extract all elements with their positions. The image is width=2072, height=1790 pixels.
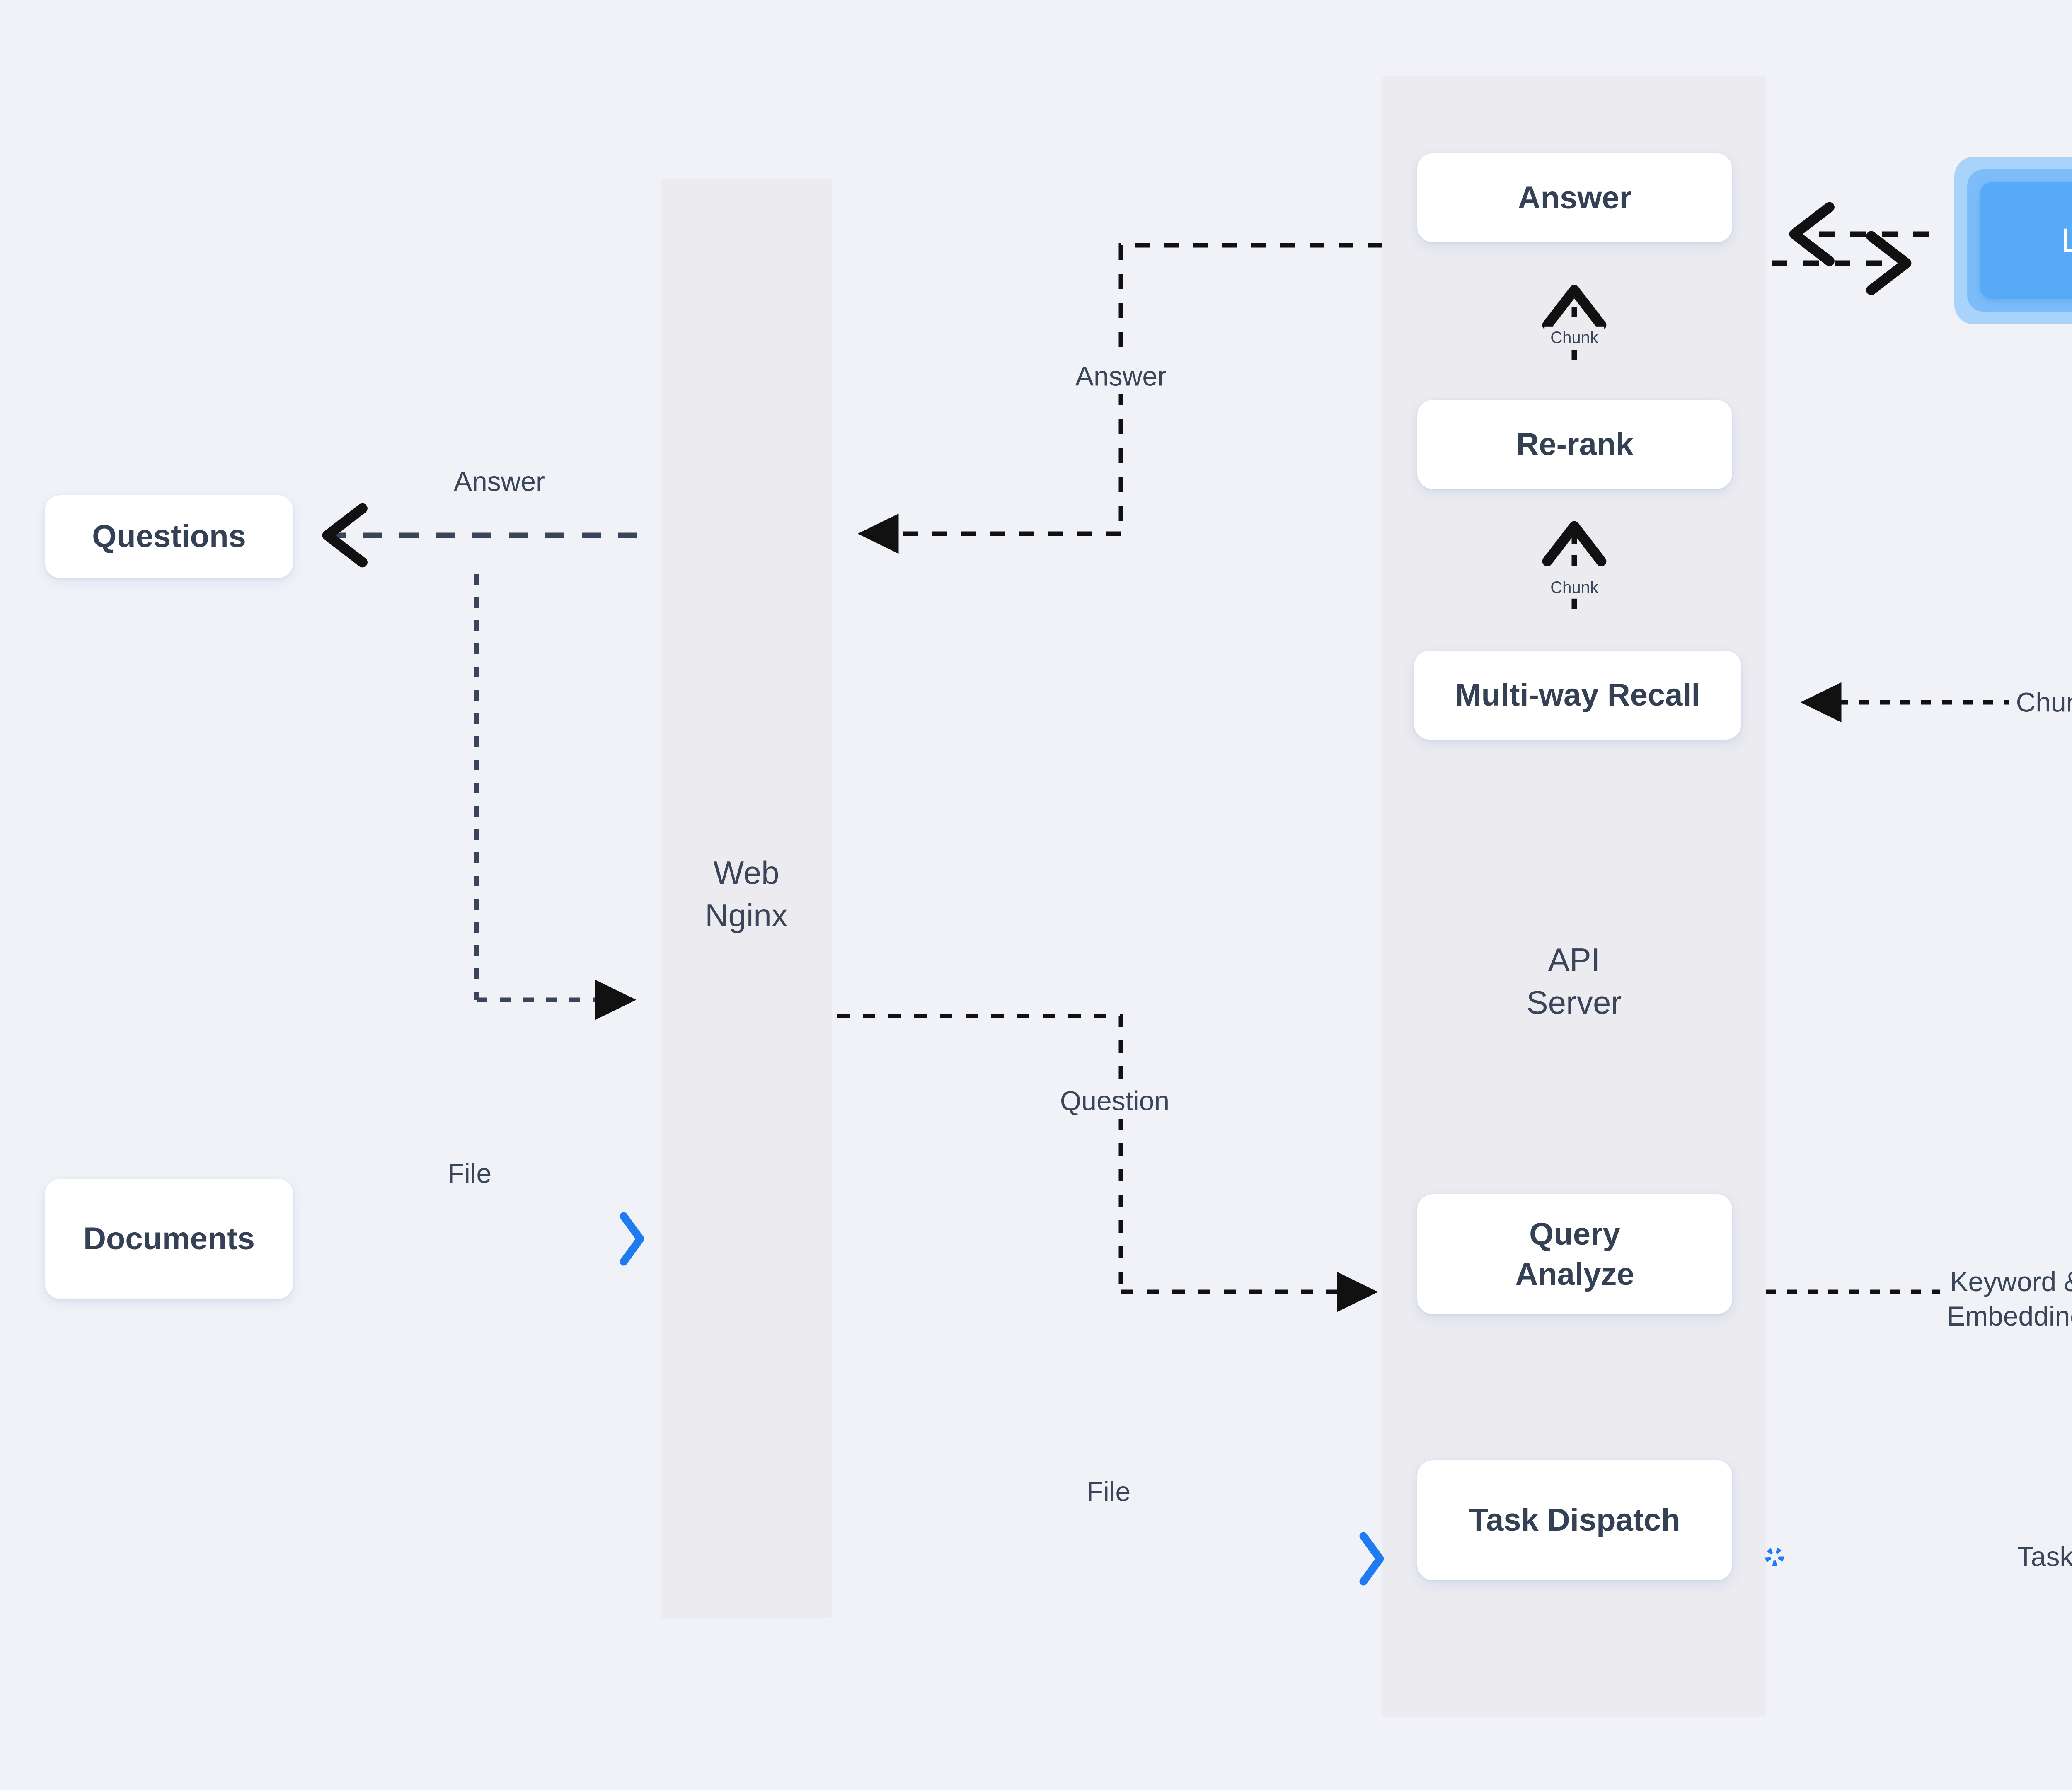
group-title-api-server: API Server [1526, 941, 1622, 1021]
node-task-dispatch[interactable]: Task Dispatch [1417, 1460, 1732, 1580]
node-llms[interactable]: LLMs [1954, 157, 2072, 324]
llms-mid-layer: LLMs [1967, 169, 2072, 312]
node-query-analyze[interactable]: Query Analyze [1417, 1194, 1732, 1314]
edge-questions-to-nginx [474, 574, 637, 1020]
node-documents[interactable]: Documents [45, 1179, 293, 1299]
node-answer[interactable]: Answer [1417, 153, 1732, 242]
node-re-rank[interactable]: Re-rank [1417, 400, 1732, 489]
group-panel-web-nginx [661, 179, 832, 1618]
node-questions[interactable]: Questions [45, 495, 293, 578]
edge-answer-llms [1772, 202, 1929, 295]
node-multi-way-recall[interactable]: Multi-way Recall [1414, 651, 1741, 740]
group-title-web-nginx: Web Nginx [705, 854, 788, 934]
edge-documents-to-nginx [332, 1212, 644, 1266]
edge-answer-api-to-nginx [857, 243, 1382, 554]
edge-nginx-to-task-dispatch [833, 1532, 1384, 1586]
llms-inner-layer: LLMs [1980, 182, 2072, 299]
edge-nginx-to-query-analyze [837, 1014, 1378, 1312]
